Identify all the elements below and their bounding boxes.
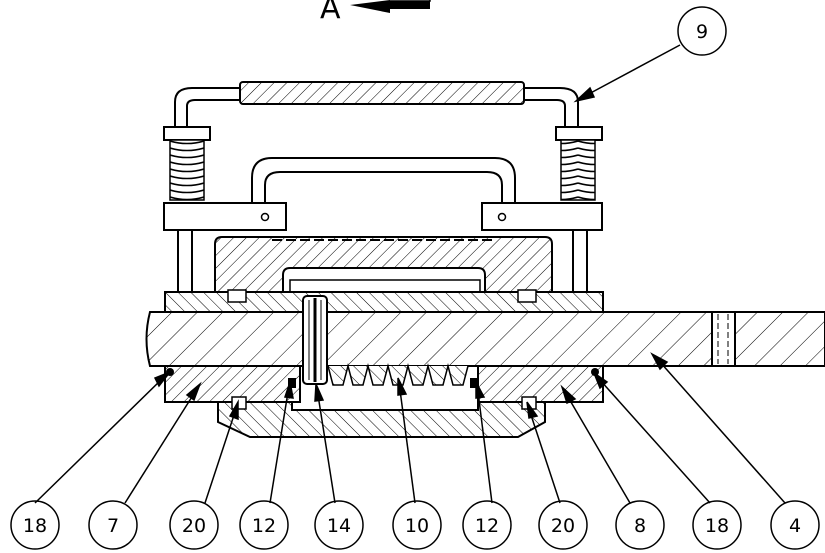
svg-text:20: 20 — [182, 515, 206, 537]
handle-frame — [174, 87, 579, 205]
balloon-12-right: 12 — [462, 500, 512, 550]
spring-right — [555, 126, 603, 201]
svg-text:8: 8 — [634, 515, 646, 537]
svg-text:14: 14 — [327, 515, 351, 537]
balloon-9: 9 — [677, 6, 727, 56]
clamp-block-left — [163, 202, 287, 231]
balloon-14: 14 — [314, 500, 364, 550]
lower-sleeve-right — [477, 365, 604, 403]
balloon-7: 7 — [88, 500, 138, 550]
svg-text:18: 18 — [705, 515, 729, 537]
svg-text:7: 7 — [107, 515, 119, 537]
spring-left — [163, 126, 211, 201]
lower-housing — [217, 401, 546, 438]
handle-grip — [239, 81, 525, 105]
balloon-18-left: 18 — [10, 500, 60, 550]
svg-text:4: 4 — [789, 515, 801, 537]
svg-text:12: 12 — [252, 515, 276, 537]
balloon-4: 4 — [770, 500, 820, 550]
balloon-12-left: 12 — [239, 500, 289, 550]
item-balloons: 9 18 7 20 12 14 10 12 — [10, 6, 820, 550]
balloon-10: 10 — [392, 500, 442, 550]
leader-lines — [34, 44, 786, 504]
balloon-18-right: 18 — [692, 500, 742, 550]
svg-text:20: 20 — [551, 515, 575, 537]
shaft-end — [734, 311, 825, 367]
cross-pin — [302, 295, 328, 385]
svg-text:12: 12 — [475, 515, 499, 537]
view-arrow: A — [320, 0, 431, 26]
svg-text:18: 18 — [23, 515, 47, 537]
svg-text:9: 9 — [696, 21, 708, 43]
svg-text:10: 10 — [405, 515, 429, 537]
main-shaft — [145, 311, 713, 367]
balloon-8: 8 — [615, 500, 665, 550]
view-label: A — [320, 0, 341, 26]
balloon-20-right: 20 — [538, 500, 588, 550]
clamp-block-right — [481, 202, 603, 231]
balloon-20-left: 20 — [169, 500, 219, 550]
